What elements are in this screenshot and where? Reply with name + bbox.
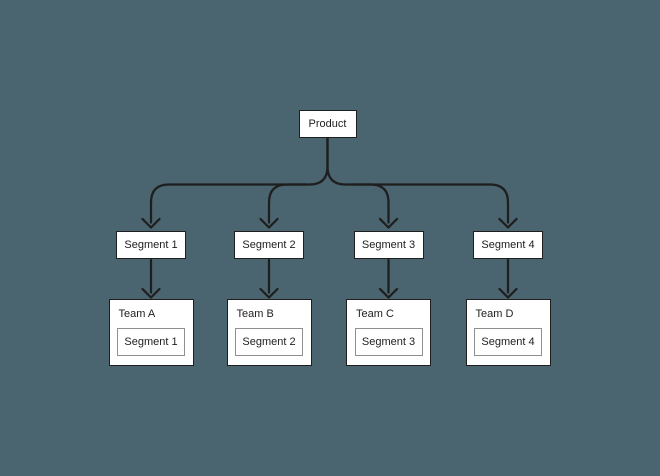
segment-1-node-label: Segment 1 <box>124 238 178 251</box>
connector-product-to-segment-4-arrow <box>326 136 518 229</box>
segment-4-node-label: Segment 4 <box>481 238 535 251</box>
segment-3-node-label: Segment 3 <box>361 238 416 251</box>
connector-product-to-segment-1-arrow <box>141 136 329 229</box>
team-c-segment-tag: Segment 3 <box>354 328 423 356</box>
team-d-node: Team D Segment 4 <box>465 299 551 366</box>
team-c-label: Team C <box>356 308 394 320</box>
connector-product-to-segment-2-arrow <box>259 183 308 229</box>
team-b-segment-tag-label: Segment 2 <box>242 335 296 348</box>
segment-2-node: Segment 2 <box>234 231 304 259</box>
product-node-label: Product <box>308 117 347 130</box>
connector-segment-2-to-team-b-arrow <box>259 258 279 299</box>
team-a-segment-tag-label: Segment 1 <box>124 335 178 348</box>
team-b-label: Team B <box>236 308 274 320</box>
connector-segment-1-to-team-a-arrow <box>141 258 161 299</box>
connector-product-to-segment-3-arrow <box>349 183 399 229</box>
segment-2-node-label: Segment 2 <box>242 238 296 251</box>
connector-segment-3-to-team-c-arrow <box>378 258 399 299</box>
team-b-node: Team B Segment 2 <box>226 299 312 366</box>
team-a-segment-tag: Segment 1 <box>117 328 185 356</box>
connector-segment-4-to-team-d-arrow <box>498 258 518 299</box>
team-a-node: Team A Segment 1 <box>108 299 194 366</box>
team-a-label: Team A <box>118 308 156 320</box>
team-c-segment-tag-label: Segment 3 <box>361 335 416 348</box>
team-d-label: Team D <box>475 308 514 320</box>
team-d-segment-tag-label: Segment 4 <box>481 335 535 348</box>
team-c-node: Team C Segment 3 <box>346 299 431 366</box>
team-b-segment-tag: Segment 2 <box>235 328 303 356</box>
product-node: Product <box>298 110 357 138</box>
segment-1-node: Segment 1 <box>116 231 186 259</box>
segment-3-node: Segment 3 <box>353 231 424 259</box>
segment-4-node: Segment 4 <box>473 231 543 259</box>
team-d-segment-tag: Segment 4 <box>474 328 542 356</box>
